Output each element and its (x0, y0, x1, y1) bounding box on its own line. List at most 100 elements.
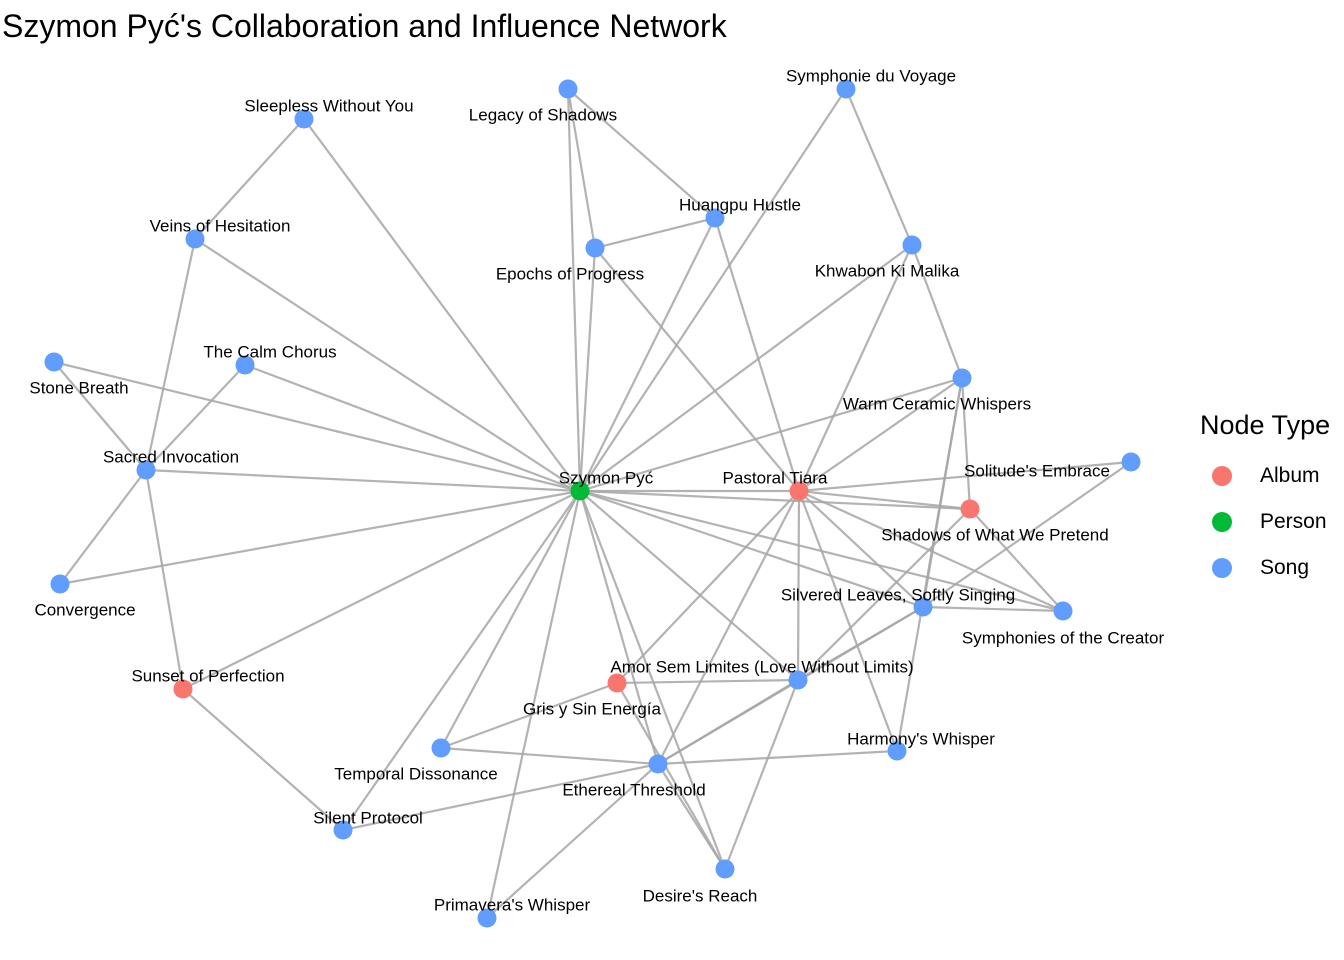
legend-swatch-person (1212, 512, 1232, 532)
edge-pastoral-tiara--silvered-leaves-softly-singing (798, 490, 924, 608)
edge-szymon-pyc--sacred-invocation (145, 468, 581, 493)
edge-amor-sem-limites-love-without-limits--desire-s-reach (723, 679, 800, 870)
edge-solitude-s-embrace--silvered-leaves-softly-singing (922, 461, 1132, 608)
node-solitude-s-embrace (1121, 452, 1141, 472)
edge-szymon-pyc--silent-protocol (342, 490, 581, 831)
edge-pastoral-tiara--amor-sem-limites-love-without-limits (796, 490, 801, 681)
edge-khwabon-ki-malika--warm-ceramic-whispers (910, 244, 964, 379)
node-label-the-calm-chorus: The Calm Chorus (203, 342, 336, 361)
node-sacred-invocation (136, 460, 156, 480)
edge-sleepless-without-you--veins-of-hesitation (194, 118, 305, 240)
edge-huangpu-hustle--epochs-of-progress (594, 216, 716, 250)
node-label-huangpu-hustle: Huangpu Hustle (679, 195, 801, 214)
legend-title: Node Type (1200, 410, 1331, 440)
edge-szymon-pyc--the-calm-chorus (244, 363, 581, 493)
legend-label-album: Album (1260, 464, 1320, 487)
node-epochs-of-progress (585, 238, 605, 258)
edge-ethereal-threshold--silent-protocol (342, 762, 659, 832)
node-label-stone-breath: Stone Breath (29, 378, 128, 397)
node-label-warm-ceramic-whispers: Warm Ceramic Whispers (843, 394, 1031, 413)
node-label-pastoral-tiara: Pastoral Tiara (723, 468, 828, 487)
node-label-veins-of-hesitation: Veins of Hesitation (150, 216, 291, 235)
node-huangpu-hustle (705, 208, 725, 228)
node-label-harmony-s-whisper: Harmony's Whisper (847, 729, 995, 748)
edge-amor-sem-limites-love-without-limits--gris-y-sin-energia (616, 678, 799, 685)
node-label-epochs-of-progress: Epochs of Progress (496, 264, 644, 283)
edge-ethereal-threshold--desire-s-reach (657, 763, 726, 870)
node-legacy-of-shadows (558, 79, 578, 99)
node-silent-protocol (333, 820, 353, 840)
edge-szymon-pyc--ethereal-threshold (578, 490, 660, 765)
node-label-silvered-leaves-softly-singing: Silvered Leaves, Softly Singing (781, 585, 1015, 604)
edge-szymon-pyc--legacy-of-shadows (566, 88, 582, 492)
node-label-solitude-s-embrace: Solitude's Embrace (964, 461, 1110, 480)
node-sunset-of-perfection (173, 679, 193, 699)
legend-swatch-song (1212, 558, 1232, 578)
edge-silvered-leaves-softly-singing--symphonies-of-the-creator (922, 605, 1064, 613)
node-label-primavera-s-whisper: Primavera's Whisper (434, 895, 591, 914)
node-sleepless-without-you (294, 109, 314, 129)
node-amor-sem-limites-love-without-limits (788, 670, 808, 690)
node-symphonies-of-the-creator (1053, 601, 1073, 621)
edge-szymon-pyc--huangpu-hustle (579, 217, 716, 492)
node-convergence (50, 574, 70, 594)
node-silvered-leaves-softly-singing (913, 597, 933, 617)
edge-szymon-pyc--shadows-of-what-we-pretend (579, 489, 971, 511)
edge-veins-of-hesitation--sacred-invocation (144, 238, 197, 471)
edge-shadows-of-what-we-pretend--symphonies-of-the-creator (969, 508, 1064, 612)
node-ethereal-threshold (648, 754, 668, 774)
node-label-shadows-of-what-we-pretend: Shadows of What We Pretend (881, 525, 1108, 544)
node-label-ethereal-threshold: Ethereal Threshold (562, 780, 705, 799)
edge-ethereal-threshold--primavera-s-whisper (486, 763, 659, 919)
edge-shadows-of-what-we-pretend--amor-sem-limites-love-without-limits (797, 508, 971, 681)
legend-item-person: Person (1200, 499, 1330, 545)
edge-szymon-pyc--convergence (59, 489, 581, 586)
edge-sacred-invocation--sunset-of-perfection (144, 469, 185, 690)
node-label-szymon-pyc: Szymon Pyć (559, 468, 654, 487)
edge-pastoral-tiara--ethereal-threshold (657, 490, 800, 765)
legend-swatch-album (1212, 466, 1232, 486)
edge-gris-y-sin-energia--desire-s-reach (616, 682, 726, 870)
edge-the-calm-chorus--sacred-invocation (145, 364, 246, 471)
edge-szymon-pyc--desire-s-reach (578, 490, 727, 870)
edge-pastoral-tiara--solitude-s-embrace (798, 460, 1132, 493)
edge-epochs-of-progress--pastoral-tiara (594, 247, 800, 492)
node-shadows-of-what-we-pretend (960, 499, 980, 519)
edge-szymon-pyc--khwabon-ki-malika (579, 244, 913, 492)
edge-pastoral-tiara--harmony-s-whisper (797, 490, 899, 752)
node-label-sunset-of-perfection: Sunset of Perfection (131, 666, 284, 685)
legend-label-song: Song (1260, 556, 1310, 579)
node-stone-breath (44, 352, 64, 372)
node-label-silent-protocol: Silent Protocol (313, 808, 423, 827)
edge-layer (53, 88, 1132, 919)
node-label-amor-sem-limites-love-without-limits: Amor Sem Limites (Love Without Limits) (610, 657, 913, 676)
edge-sunset-of-perfection--silent-protocol (182, 688, 344, 831)
edge-pastoral-tiara--symphonies-of-the-creator (798, 489, 1064, 613)
node-symphonie-du-voyage (836, 79, 856, 99)
edge-khwabon-ki-malika--pastoral-tiara (798, 244, 913, 492)
node-label-sleepless-without-you: Sleepless Without You (244, 96, 413, 115)
node-label-khwabon-ki-malika: Khwabon Ki Malika (815, 261, 960, 280)
edge-pastoral-tiara--shadows-of-what-we-pretend (798, 489, 971, 511)
edge-huangpu-hustle--pastoral-tiara (713, 217, 801, 492)
node-label-gris-y-sin-energia: Gris y Sin Energía (523, 699, 661, 718)
node-the-calm-chorus (235, 355, 255, 375)
node-temporal-dissonance (431, 738, 451, 758)
legend-item-album: Album (1200, 453, 1330, 499)
node-label-sacred-invocation: Sacred Invocation (103, 447, 239, 466)
node-szymon-pyc (570, 481, 590, 501)
edge-szymon-pyc--sunset-of-perfection (182, 490, 581, 690)
node-primavera-s-whisper (477, 908, 497, 928)
edge-legacy-of-shadows--huangpu-hustle (567, 88, 716, 219)
node-desire-s-reach (715, 859, 735, 879)
node-harmony-s-whisper (887, 741, 907, 761)
legend: Node Type Album Person Song (1200, 410, 1330, 591)
node-gris-y-sin-energia (607, 673, 627, 693)
legend-label-person: Person (1260, 510, 1327, 533)
legend-item-song: Song (1200, 545, 1330, 591)
node-warm-ceramic-whispers (952, 368, 972, 388)
node-label-desire-s-reach: Desire's Reach (643, 886, 758, 905)
node-veins-of-hesitation (185, 229, 205, 249)
edge-gris-y-sin-energia--temporal-dissonance (440, 681, 618, 750)
